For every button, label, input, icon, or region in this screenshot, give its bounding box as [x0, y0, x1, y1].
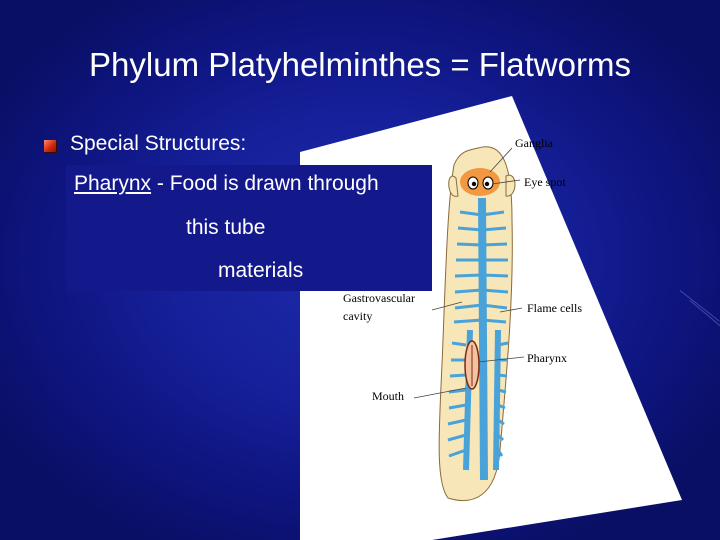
- eye-pupil-left: [471, 181, 477, 187]
- leader-lines: [413, 147, 525, 399]
- gut-trunk: [478, 197, 488, 481]
- label-ganglia: Ganglia: [515, 136, 554, 150]
- label-eye-spot: Eye spot: [524, 175, 566, 189]
- gut-diverticula: [447, 210, 509, 458]
- definition-line-2: this tube: [186, 216, 266, 239]
- label-mouth: Mouth: [372, 389, 404, 403]
- label-cavity: cavity: [343, 309, 372, 323]
- bullet-text: Special Structures:: [70, 132, 247, 155]
- gut-branch-right: [493, 329, 501, 471]
- label-pharynx: Pharynx: [527, 351, 567, 365]
- ganglia: [460, 168, 500, 196]
- slide-title: Phylum Platyhelminthes = Flatworms: [89, 46, 631, 83]
- label-gastrovascular: Gastrovascular: [343, 291, 415, 305]
- pharynx-term: Pharynx: [74, 172, 152, 195]
- bullet-square-icon: [44, 140, 56, 152]
- auricle-left: [448, 175, 459, 197]
- auricle-right: [505, 174, 516, 197]
- pharynx-description: - Food is drawn through: [151, 172, 379, 195]
- pharynx-definition: Pharynx - Food is drawn through: [74, 172, 379, 196]
- definition-box: [66, 165, 432, 291]
- eye-pupil-right: [484, 181, 490, 187]
- definition-line-3: materials: [218, 259, 304, 282]
- label-flame-cells: Flame cells: [527, 301, 582, 315]
